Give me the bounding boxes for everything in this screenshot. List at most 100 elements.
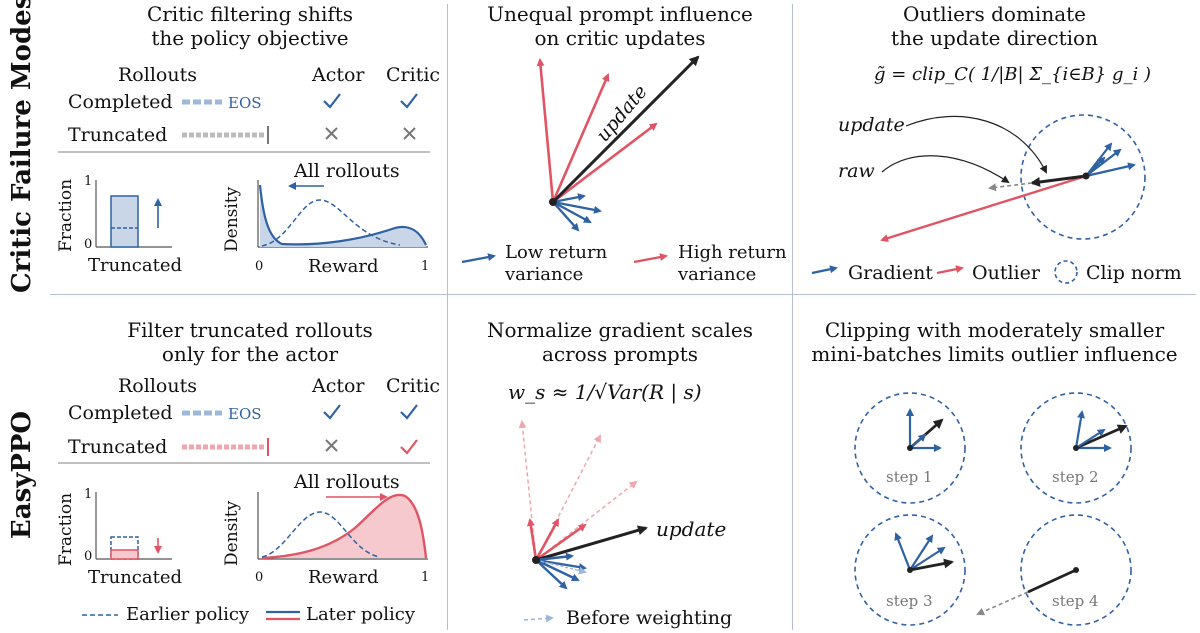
gradient-arrow — [909, 546, 946, 571]
step-2-label: step 2 — [1052, 468, 1099, 486]
row-truncated: Truncated — [68, 124, 168, 146]
title-line-2: across prompts — [541, 342, 699, 366]
panel-title: Filter truncated rollouts only for the a… — [60, 318, 440, 366]
reward-tick-1: 1 — [421, 259, 430, 274]
header-rollouts: Rollouts — [118, 375, 197, 397]
cross-icon — [403, 127, 416, 140]
divider-horizontal — [50, 294, 1196, 295]
update-arrow — [1075, 424, 1128, 450]
title-line-2: only for the actor — [161, 342, 339, 366]
reward-axis-label: Reward — [308, 567, 379, 588]
row-completed: Completed — [68, 402, 173, 424]
reward-tick-1: 1 — [421, 570, 430, 585]
legend-outlier: Outlier — [972, 262, 1040, 284]
legend-low-line-1: Low return — [505, 242, 608, 263]
reward-tick-0: 0 — [255, 259, 264, 274]
raw-arrow — [988, 182, 1033, 192]
all-rollouts-label: All rollouts — [294, 471, 400, 493]
density-fill-later — [260, 185, 426, 247]
red-arrow — [536, 58, 555, 203]
density-curve-later — [258, 184, 427, 246]
weight-formula: w_s ≈ 1/√Var(R | s) — [508, 380, 702, 404]
red-arrow — [535, 523, 587, 562]
gradient-arrow — [894, 532, 912, 571]
truncated-axis-label: Truncated — [88, 255, 183, 276]
legend-blue-arrow — [461, 253, 496, 264]
step-4-circle — [1020, 514, 1132, 626]
legend-low-line-2: variance — [505, 264, 584, 285]
legend-before-weighting: Before weighting — [566, 607, 733, 629]
update-label: update — [656, 517, 727, 541]
check-icon — [400, 404, 418, 420]
gradient-arrow — [1074, 410, 1085, 449]
divider-right — [792, 4, 793, 630]
fraction-tick-0: 0 — [84, 549, 93, 564]
density-curve-later — [261, 493, 428, 560]
header-critic: Critic — [386, 64, 441, 86]
gradient-arrow — [1085, 162, 1136, 178]
fraction-bar-later — [110, 549, 139, 560]
gradient-arrow — [1085, 156, 1106, 177]
fraction-tick-1: 1 — [84, 487, 93, 502]
cross-icon — [325, 127, 338, 140]
step-3-circle — [854, 514, 966, 626]
fraction-tick-0: 0 — [84, 237, 93, 252]
panel-title: Clipping with moderately smaller mini-ba… — [793, 318, 1196, 366]
panel-title: Normalize gradient scales across prompts — [448, 318, 792, 366]
title-line-2: the policy objective — [151, 26, 349, 50]
header-actor: Actor — [312, 64, 365, 86]
all-rollouts-label: All rollouts — [294, 160, 400, 182]
blue-arrow — [535, 559, 568, 590]
clip-norm-circle — [1020, 114, 1146, 240]
header-actor: Actor — [312, 375, 365, 397]
check-icon — [323, 93, 341, 109]
panel-title: Critic filtering shifts the policy objec… — [60, 2, 440, 50]
check-icon — [400, 93, 418, 109]
origin-dot — [907, 567, 913, 573]
legend-red-arrow — [633, 253, 668, 264]
origin-dot — [907, 445, 913, 451]
gradient-arrow — [909, 534, 934, 571]
title-line-2: on critic updates — [534, 26, 706, 50]
blue-arrow — [535, 558, 587, 571]
blue-arrow — [552, 200, 602, 214]
red-arrow — [526, 518, 538, 561]
truncated-axis-label: Truncated — [88, 567, 183, 588]
legend-high-line-2: variance — [678, 264, 757, 285]
step-1-label: step 1 — [886, 468, 933, 486]
legend-earlier-policy: Earlier policy — [126, 604, 250, 625]
title-line-1: Normalize gradient scales — [487, 318, 753, 342]
title-line-1: Filter truncated rollouts — [127, 318, 373, 342]
row-completed: Completed — [68, 91, 173, 113]
update-arrow — [551, 55, 700, 204]
check-icon — [400, 439, 418, 455]
red-arrow — [551, 73, 610, 203]
update-label: update — [838, 114, 905, 136]
fraction-tick-1: 1 — [84, 174, 93, 189]
title-line-2: mini-batches limits outlier influence — [811, 342, 1178, 366]
top-left-graphics — [58, 93, 430, 248]
legend-clip-norm: Clip norm — [1086, 262, 1182, 284]
eos-label: EOS — [228, 94, 262, 112]
origin-dot — [1082, 172, 1090, 180]
red-arrow — [534, 518, 560, 561]
divider-left — [447, 4, 448, 630]
raw-pointer — [881, 155, 1010, 184]
legend-outlier-arrow — [936, 265, 964, 275]
before-arrow-blue — [535, 559, 587, 575]
reward-tick-0: 0 — [255, 570, 264, 585]
legend-low-variance: Low return variance — [505, 242, 607, 286]
legend-high-variance: High return variance — [678, 242, 787, 286]
step-1-circle — [854, 392, 966, 504]
bottom-left-graphics — [58, 404, 430, 621]
legend-gradient: Gradient — [848, 262, 933, 284]
bottom-middle-graphics — [518, 420, 648, 623]
blue-arrow — [552, 201, 580, 232]
eos-label: EOS — [228, 405, 262, 423]
step-4-label: step 4 — [1052, 592, 1099, 610]
title-line-1: Critic filtering shifts — [146, 2, 354, 26]
legend-gradient-arrow — [811, 265, 838, 275]
title-line-1: Clipping with moderately smaller — [824, 318, 1165, 342]
title-line-1: Outliers dominate — [902, 2, 1086, 26]
